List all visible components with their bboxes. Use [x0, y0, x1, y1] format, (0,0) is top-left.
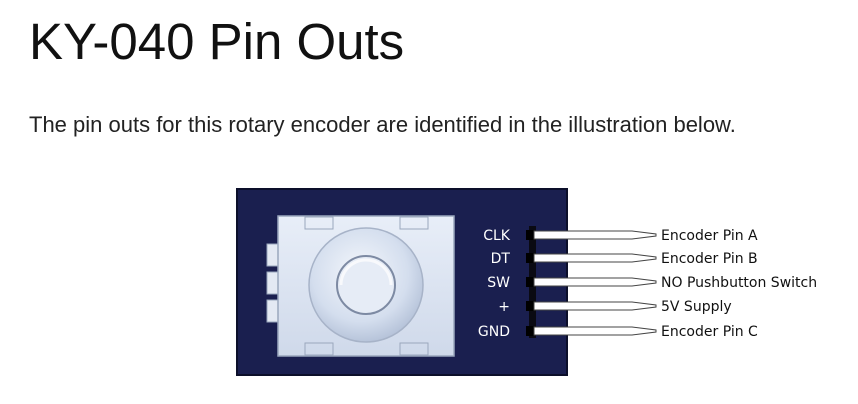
- pin-base: [526, 277, 534, 287]
- pin-lead: [533, 253, 657, 263]
- pin-lead: [533, 326, 657, 336]
- encoder-tab: [266, 243, 280, 267]
- pin-base: [526, 301, 534, 311]
- encoder-shaft: [336, 255, 396, 315]
- pin-label: CLK: [483, 228, 511, 244]
- encoder-tab: [266, 299, 280, 323]
- pin-lead: [533, 301, 657, 311]
- mount-tab: [304, 342, 334, 356]
- pin-lead: [533, 277, 657, 287]
- mount-tab: [304, 216, 334, 230]
- pin-description: Encoder Pin C: [661, 324, 758, 340]
- pin-base: [526, 326, 534, 336]
- page-title: KY-040 Pin Outs: [29, 13, 405, 70]
- pin-base: [526, 230, 534, 240]
- pin-label: GND: [478, 324, 510, 340]
- mount-tab: [399, 216, 429, 230]
- pin-description: NO Pushbutton Switch: [661, 275, 817, 291]
- pin-description: 5V Supply: [661, 299, 732, 315]
- pinout-illustration: CLK Encoder Pin A DT Encoder Pin B SW NO Push…: [230, 186, 840, 380]
- pinout-diagram: CLK Encoder Pin A DT Encoder Pin B SW NO Push…: [236, 188, 817, 376]
- pin-lead: [533, 230, 657, 240]
- mount-tab: [399, 342, 429, 356]
- intro-text: The pin outs for this rotary encoder are…: [29, 112, 736, 137]
- pin-base: [526, 253, 534, 263]
- pins-group: CLK Encoder Pin A DT Encoder Pin B SW NO Push…: [478, 228, 817, 340]
- encoder-tab: [266, 271, 280, 295]
- pin-label: SW: [487, 275, 510, 291]
- pin-description: Encoder Pin A: [661, 228, 758, 244]
- pin-label: +: [498, 299, 510, 315]
- pin-description: Encoder Pin B: [661, 251, 758, 267]
- pin-label: DT: [491, 251, 511, 267]
